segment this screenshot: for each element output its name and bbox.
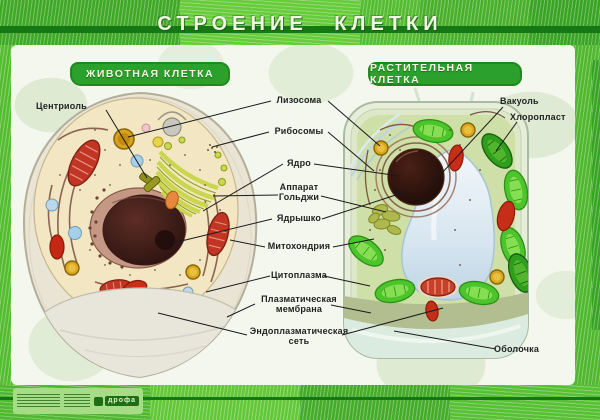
label-endoplasmic-reticulum: Эндоплазматическая сеть <box>249 326 349 347</box>
label-golgi: Аппарат Гольджи <box>278 182 320 203</box>
label-chloroplast: Хлоропласт <box>510 112 566 122</box>
title-stripe <box>0 26 600 33</box>
frame-patch <box>300 385 450 420</box>
label-cytoplasm: Цитоплазма <box>271 270 327 280</box>
animal-cell-badge: ЖИВОТНАЯ КЛЕТКА <box>70 62 230 86</box>
publisher-fine-print <box>63 394 90 408</box>
frame-patch <box>592 60 600 330</box>
publisher-block: дрофа <box>13 388 143 414</box>
label-nucleus: Ядро <box>287 158 311 168</box>
frame-bottom-line <box>0 397 600 400</box>
frame-patch <box>180 0 360 45</box>
label-mitochondrion: Митохондрия <box>267 241 331 251</box>
frame-patch <box>530 0 600 45</box>
publisher-logo: дрофа <box>93 396 139 406</box>
publisher-logo-text: дрофа <box>104 396 139 406</box>
label-cell-wall: Оболочка <box>494 344 540 354</box>
label-vacuole: Вакуоль <box>500 96 539 106</box>
label-ribosomes: Рибосомы <box>274 126 324 136</box>
label-plasma-membrane: Плазматическая мембрана <box>261 294 337 315</box>
publisher-fine-print <box>17 394 60 408</box>
frame-patch <box>0 0 180 45</box>
frame-patch <box>150 385 300 420</box>
poster-title: СТРОЕНИЕ КЛЕТКИ <box>157 13 443 35</box>
label-centriole: Центриоль <box>36 101 87 111</box>
label-lysosome: Лизосома <box>276 95 322 105</box>
plant-cell-badge: РАСТИТЕЛЬНАЯ КЛЕТКА <box>368 62 522 86</box>
publisher-logo-icon <box>93 396 103 406</box>
frame-patch <box>420 0 530 45</box>
frame-patch <box>450 385 600 420</box>
label-nucleolus: Ядрышко <box>276 213 322 223</box>
